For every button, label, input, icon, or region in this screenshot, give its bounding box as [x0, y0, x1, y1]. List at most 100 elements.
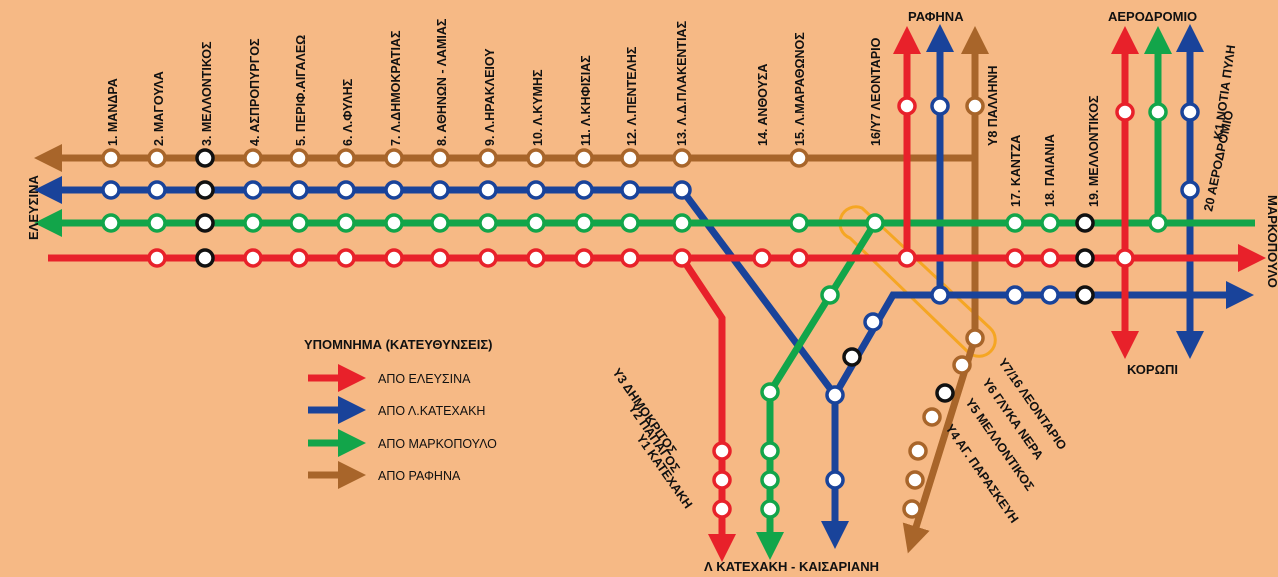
station-node	[243, 213, 263, 233]
station-node	[526, 248, 546, 268]
station-node	[336, 148, 356, 168]
station-node	[760, 441, 780, 461]
station-node	[922, 407, 942, 427]
station-label-13: 13. Λ.Δ.ΠΛΑΚΕΝΤΙΑΣ	[675, 20, 689, 146]
station-label-3: 3. ΜΕΛΛΟΝΤΙΚΟΣ	[200, 41, 214, 146]
station-node	[842, 347, 862, 367]
station-node	[1005, 248, 1025, 268]
station-node	[965, 328, 985, 348]
station-node	[526, 180, 546, 200]
station-node	[243, 148, 263, 168]
station-node	[620, 180, 640, 200]
station-node	[384, 180, 404, 200]
station-node	[865, 213, 885, 233]
station-node	[930, 96, 950, 116]
station-node	[478, 213, 498, 233]
station-label-19: 19. ΜΕΛΛΟΝΤΙΚΟΣ	[1087, 95, 1101, 207]
legend-item-blue: ΑΠΟ Λ.ΚΑΤΕΧΑΚΗ	[308, 396, 485, 424]
station-node	[243, 248, 263, 268]
station-node	[935, 383, 955, 403]
station-node	[147, 213, 167, 233]
station-node	[574, 148, 594, 168]
dest-airport: ΑΕΡΟΔΡΟΜΙΟ	[1108, 9, 1197, 24]
station-node	[820, 285, 840, 305]
station-node	[574, 248, 594, 268]
legend-label-brown: ΑΠΟ ΡΑΦΗΝΑ	[378, 469, 461, 483]
station-node	[101, 180, 121, 200]
station-node	[1180, 102, 1200, 122]
station-labels-top: 1. ΜΑΝΔΡΑ 2. ΜΑΓΟΥΛΑ 3. ΜΕΛΛΟΝΤΙΚΟΣ 4. Α…	[106, 18, 1000, 146]
station-node	[1040, 248, 1060, 268]
station-node	[384, 248, 404, 268]
station-node	[789, 213, 809, 233]
station-node	[574, 213, 594, 233]
legend: ΥΠΟΜΝΗΜΑ (ΚΑΤΕΥΘΥΝΣΕΙΣ) ΑΠΟ ΕΛΕΥΣΙΝΑ ΑΠΟ…	[304, 337, 497, 489]
station-node	[430, 248, 450, 268]
station-node	[712, 441, 732, 461]
station-node	[243, 180, 263, 200]
station-node	[1075, 285, 1095, 305]
station-node	[1040, 285, 1060, 305]
station-node	[1075, 248, 1095, 268]
station-label-1: 1. ΜΑΝΔΡΑ	[106, 78, 120, 146]
dest-koropi: ΚΟΡΩΠΙ	[1127, 362, 1178, 377]
station-label-4: 4. ΑΣΠΡΟΠΥΡΓΟΣ	[248, 38, 262, 146]
station-node	[825, 470, 845, 490]
station-node	[289, 180, 309, 200]
station-labels-katechaki: Υ3 ΔΗΜΟΚΡΙΤΟΣ Υ2 ΠΑΠΑΓΟΣ Υ1 ΚΑΤΕΧΑΚΗ	[610, 366, 695, 511]
station-node	[289, 248, 309, 268]
station-node	[526, 148, 546, 168]
station-label-17: 17. ΚΑΝΤΖΑ	[1009, 135, 1023, 207]
legend-label-red: ΑΠΟ ΕΛΕΥΣΙΝΑ	[378, 372, 471, 386]
station-node	[195, 213, 215, 233]
station-node	[672, 213, 692, 233]
station-node	[478, 180, 498, 200]
station-label-12: 12. Λ.ΠΕΝΤΕΛΗΣ	[625, 46, 639, 146]
station-node	[430, 148, 450, 168]
station-node	[672, 180, 692, 200]
station-label-9: 9. Λ.ΗΡΑΚΛΕΙΟΥ	[483, 48, 497, 146]
station-node	[672, 148, 692, 168]
station-node	[620, 148, 640, 168]
station-label-11: 11. Λ.ΚΗΦΙΣΙΑΣ	[579, 55, 593, 146]
station-node	[147, 148, 167, 168]
station-node	[147, 180, 167, 200]
station-node	[789, 148, 809, 168]
station-node	[195, 148, 215, 168]
destination-labels: ΕΛΕΥΣΙΝΑ ΜΑΡΚΟΠΟΥΛΟ ΡΑΦΗΝΑ ΑΕΡΟΔΡΟΜΙΟ ΚΟ…	[26, 9, 1278, 574]
station-label-8: 8. ΑΘΗΝΩΝ - ΛΑΜΙΑΣ	[435, 18, 449, 146]
station-node	[1115, 102, 1135, 122]
station-label-y4: Υ4 ΑΓ. ΠΑΡΑΣΚΕΥΗ	[943, 422, 1022, 526]
legend-item-brown: ΑΠΟ ΡΑΦΗΝΑ	[308, 461, 461, 489]
station-label-2: 2. ΜΑΓΟΥΛΑ	[152, 71, 166, 146]
station-node	[760, 470, 780, 490]
station-node	[430, 213, 450, 233]
station-node	[289, 148, 309, 168]
station-node	[863, 312, 883, 332]
station-node	[478, 148, 498, 168]
station-label-16: 16/Υ7 ΛΕΟΝΤΑΡΙΟ	[869, 37, 883, 146]
station-node	[336, 248, 356, 268]
station-node	[825, 385, 845, 405]
station-node	[752, 248, 772, 268]
station-node	[672, 248, 692, 268]
legend-label-blue: ΑΠΟ Λ.ΚΑΤΕΧΑΚΗ	[378, 404, 485, 418]
legend-label-green: ΑΠΟ ΜΑΡΚΟΠΟΥΛΟ	[378, 437, 497, 451]
station-node	[147, 248, 167, 268]
station-label-5: 5. ΠΕΡΙΦ.ΑΙΓΑΛΕΩ	[294, 35, 308, 146]
station-node	[478, 248, 498, 268]
station-label-18: 18. ΠΑΙΑΝΙΑ	[1043, 134, 1057, 207]
station-label-y8: Υ8 ΠΑΛΛΗΝΗ	[986, 65, 1000, 146]
station-nodes	[101, 96, 1200, 519]
station-node	[1148, 213, 1168, 233]
station-node	[289, 213, 309, 233]
station-node	[384, 148, 404, 168]
station-node	[952, 355, 972, 375]
station-node	[195, 180, 215, 200]
station-node	[1148, 102, 1168, 122]
dest-katechaki: Λ ΚΑΤΕΧΑΚΗ - ΚΑΙΣΑΡΙΑΝΗ	[704, 559, 879, 574]
station-label-20: 20 ΑΕΡΟΔΡΟΜΙΟ	[1201, 109, 1236, 213]
station-node	[1040, 213, 1060, 233]
station-node	[902, 499, 922, 519]
